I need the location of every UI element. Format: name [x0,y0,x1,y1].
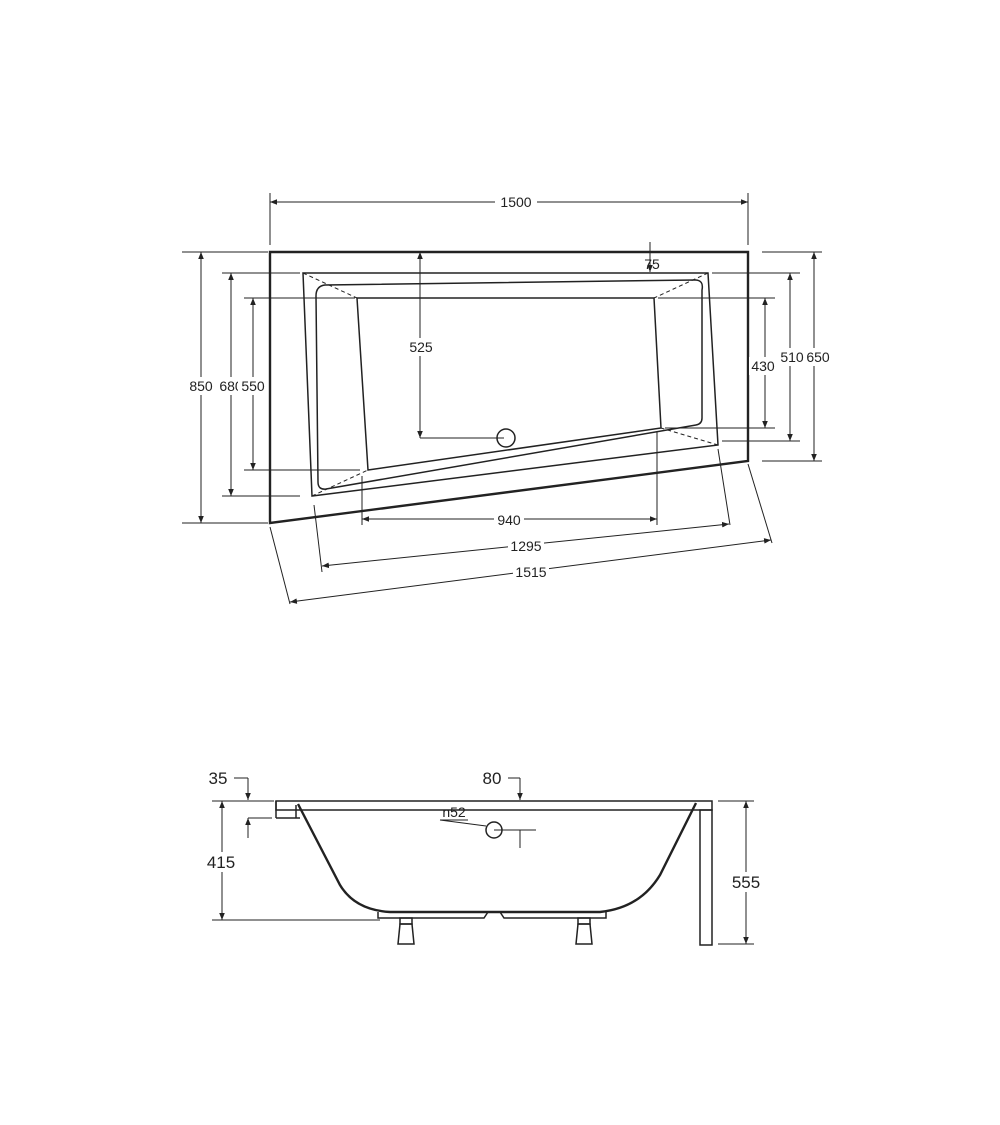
dim-1515: 1515 [515,564,546,580]
dim-75: 75 [644,256,660,272]
dim-35: 35 [209,769,228,788]
side-rim [275,800,713,811]
dim-555: 555 [732,873,760,892]
dim-1295: 1295 [510,538,541,554]
side-panel [699,809,713,946]
dim-940: 940 [497,512,521,528]
dim-415: 415 [207,853,235,872]
dim-850: 850 [189,378,213,394]
basin-bottom [356,297,662,471]
basin-wall [315,279,704,490]
foot-left [397,917,415,945]
dim-550: 550 [241,378,265,394]
side-basin [296,802,698,914]
plan-view: 1500 75 525 850 680 550 [182,192,830,605]
dim-525: 525 [409,339,433,355]
tub-outline [268,250,750,525]
dim-n52: n52 [442,804,466,820]
dim-680: 680 [219,378,243,394]
dim-430: 430 [751,358,775,374]
foot-right [575,917,593,945]
dim-510: 510 [780,349,804,365]
rim-outline [302,272,719,497]
dim-650: 650 [806,349,830,365]
side-view: n52 80 35 415 555 [204,769,764,946]
dim-80: 80 [483,769,502,788]
dim-1500: 1500 [500,194,531,210]
